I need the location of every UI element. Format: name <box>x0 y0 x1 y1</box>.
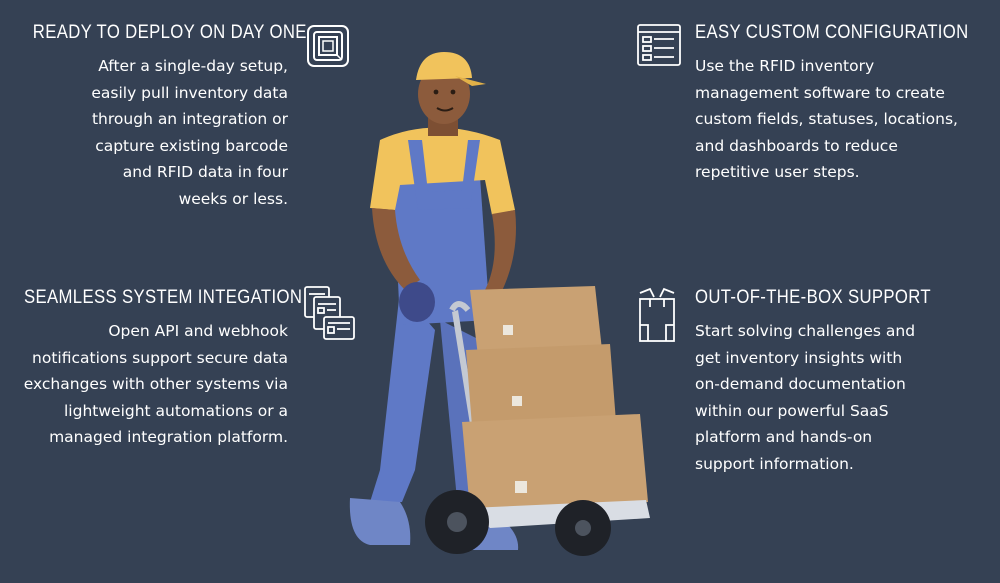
boxes <box>462 286 648 510</box>
feature-custom-title: EASY CUSTOM CONFIGURATION <box>695 22 969 43</box>
feature-system-integration: SEAMLESS SYSTEM INTEGATION Open API and … <box>0 287 303 451</box>
worker-with-hand-truck-illustration <box>340 40 660 574</box>
feature-ready-title: READY TO DEPLOY ON DAY ONE <box>32 22 307 43</box>
feature-support-title: OUT-OF-THE-BOX SUPPORT <box>695 287 931 308</box>
feature-integration-title: SEAMLESS SYSTEM INTEGATION <box>24 287 303 308</box>
feature-out-of-box-support: OUT-OF-THE-BOX SUPPORT Start solving cha… <box>695 287 995 477</box>
feature-custom-configuration: EASY CUSTOM CONFIGURATION Use the RFID i… <box>695 22 995 186</box>
configuration-form-icon <box>636 23 682 67</box>
rfid-chip-icon <box>306 24 350 68</box>
feature-custom-description: Use the RFID inventory management softwa… <box>695 57 958 181</box>
feature-ready-description: After a single-day setup, easily pull in… <box>91 57 288 208</box>
feature-integration-description: Open API and webhook notifications suppo… <box>23 322 288 446</box>
feature-ready-to-deploy: READY TO DEPLOY ON DAY ONE After a singl… <box>0 22 307 212</box>
integrated-systems-icon <box>302 285 358 343</box>
feature-support-description: Start solving challenges and get invento… <box>695 322 916 473</box>
open-box-icon <box>636 287 678 345</box>
